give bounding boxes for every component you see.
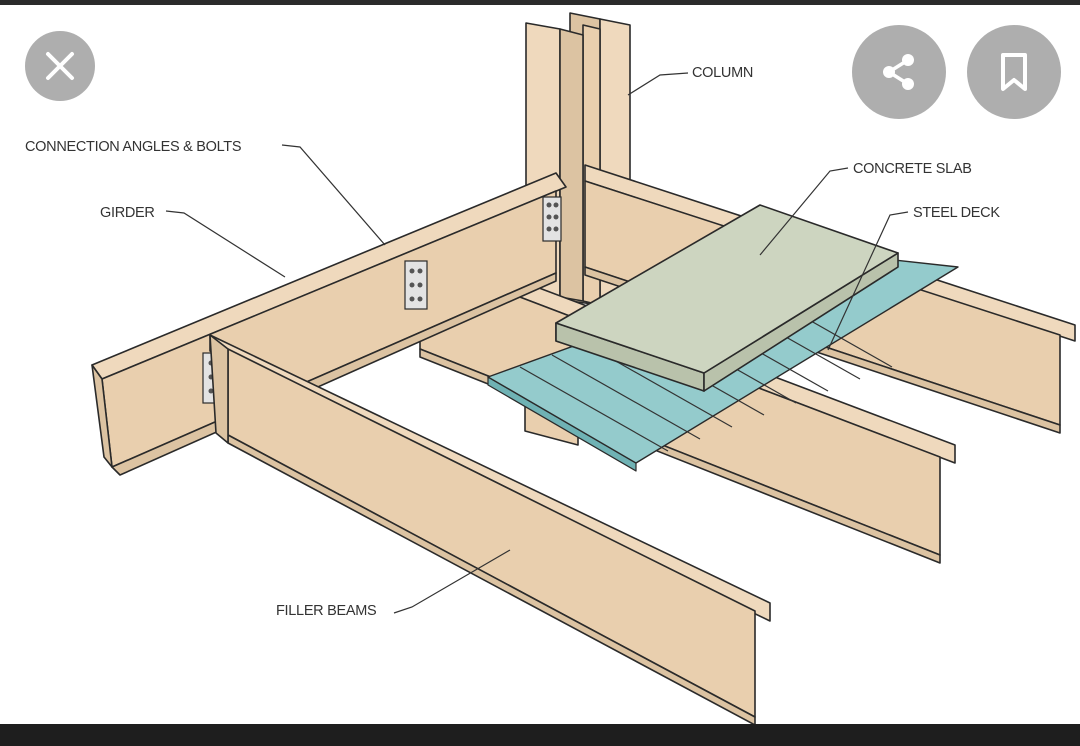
status-strip xyxy=(0,0,1080,5)
steel-frame-illustration: .st { fill:#efd9bd; stroke:#2a2a2a; stro… xyxy=(25,12,1076,724)
label-column: COLUMN xyxy=(692,65,753,81)
share-button[interactable] xyxy=(852,25,946,119)
concrete-slab xyxy=(555,204,899,392)
label-girder: GIRDER xyxy=(100,205,155,221)
share-icon xyxy=(883,54,914,90)
annotation-steel-deck: STEEL DECK xyxy=(827,205,1001,351)
bookmark-button[interactable] xyxy=(967,25,1061,119)
bookmark-icon xyxy=(1001,53,1027,91)
close-button[interactable] xyxy=(25,31,95,101)
label-connection-angles-bolts: CONNECTION ANGLES & BOLTS xyxy=(25,139,241,155)
annotation-column: COLUMN xyxy=(627,65,753,96)
navigation-bar xyxy=(0,724,1080,746)
annotation-filler-beams: FILLER BEAMS xyxy=(276,549,511,619)
close-icon xyxy=(46,52,74,80)
filler-beam-front xyxy=(209,334,771,724)
label-filler-beams: FILLER BEAMS xyxy=(276,603,376,619)
annotation-connection: CONNECTION ANGLES & BOLTS xyxy=(25,139,386,246)
annotation-concrete-slab: CONCRETE SLAB xyxy=(759,161,972,256)
annotation-girder: GIRDER xyxy=(100,205,286,278)
label-steel-deck: STEEL DECK xyxy=(913,205,1000,221)
label-concrete-slab: CONCRETE SLAB xyxy=(853,161,972,177)
